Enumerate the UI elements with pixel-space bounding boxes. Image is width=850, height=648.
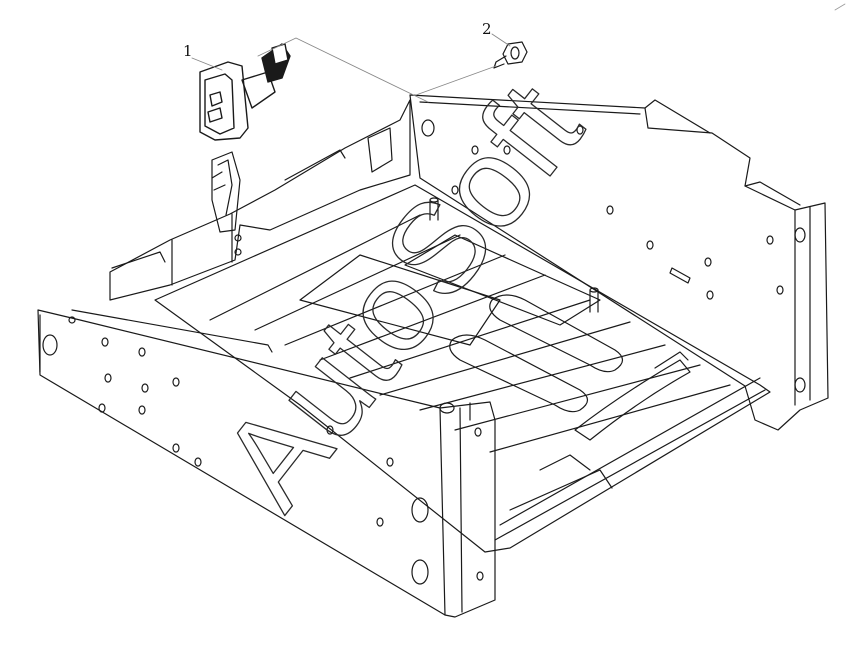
back-wall-panel — [409, 94, 829, 431]
left-rear-flange — [109, 99, 411, 301]
front-side-panel — [37, 309, 496, 618]
door-latch-assembly-part — [199, 43, 291, 141]
leader-lines — [191, 33, 511, 103]
latch-bracket — [211, 151, 241, 233]
front-panel-holes — [42, 316, 484, 585]
hex-flange-screw-part — [493, 41, 528, 69]
corner-mark — [834, 3, 846, 11]
back-wall-holes — [421, 119, 806, 393]
tray-floor — [154, 184, 771, 553]
callout-label-1: 1 — [183, 42, 193, 60]
callout-label-2: 2 — [482, 20, 492, 38]
watermark: AutoSoft — [193, 57, 609, 533]
watermark-text: AutoSoft — [194, 58, 609, 533]
